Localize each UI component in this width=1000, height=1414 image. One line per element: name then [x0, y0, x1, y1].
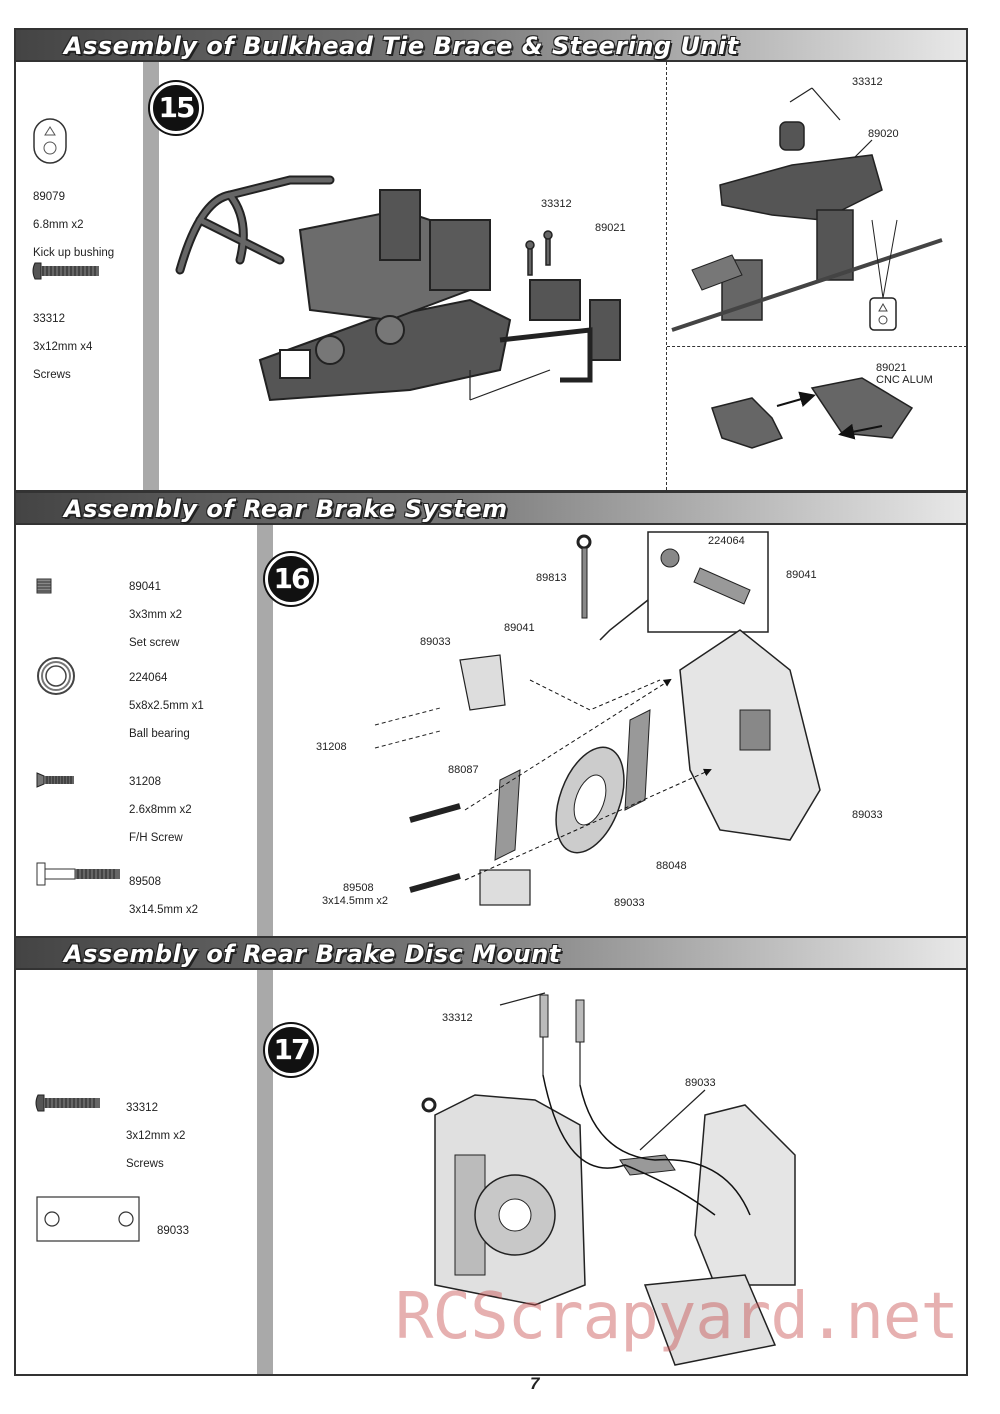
- part-89041-label: 89041 3x3mm x2 Set screw: [129, 566, 182, 664]
- section-15-divider: [143, 62, 159, 490]
- part-desc: Screws: [33, 369, 71, 381]
- callout-89508-spec: 3x14.5mm x2: [322, 895, 389, 907]
- callout-89033-caliper: 89033: [420, 636, 451, 648]
- part-code: 33312: [33, 313, 65, 325]
- part-spec: 6.8mm x2: [33, 219, 84, 231]
- section-15-banner: Assembly of Bulkhead Tie Brace & Steerin…: [14, 28, 968, 62]
- part-code: 89033: [157, 1225, 189, 1237]
- part-code: 33312: [126, 1102, 158, 1114]
- section-16-divider: [257, 525, 273, 936]
- detail-divider: [666, 62, 667, 490]
- part-desc: F/H Screw: [129, 832, 183, 844]
- steering-detail-drawing: [671, 87, 943, 332]
- part-spec: 3x12mm x4: [33, 341, 93, 353]
- section-17-banner: Assembly of Rear Brake Disc Mount: [14, 936, 968, 970]
- callout-89020: 89020: [868, 128, 899, 140]
- callout-89033-housing: 89033: [852, 809, 883, 821]
- part-89033-label-17: 89033: [157, 1210, 189, 1252]
- cnc-alum-parts-drawing: [711, 377, 914, 449]
- bolt-icon: [36, 862, 120, 886]
- part-desc: Screws: [126, 1158, 164, 1170]
- part-code: 224064: [129, 672, 168, 684]
- callout-89041-inset: 89041: [786, 569, 817, 581]
- part-spec: 3x14.5mm x2: [129, 904, 199, 916]
- part-224064-label: 224064 5x8x2.5mm x1 Ball bearing: [129, 657, 204, 755]
- section-16-banner: Assembly of Rear Brake System: [14, 491, 968, 525]
- part-desc: Set screw: [129, 637, 180, 649]
- callout-88087: 88087: [448, 764, 479, 776]
- step-15-badge: 15: [150, 82, 202, 134]
- part-89508-label: 89508 3x14.5mm x2: [129, 861, 198, 931]
- section-16-title: Assembly of Rear Brake System: [64, 495, 508, 523]
- part-code: 89508: [129, 876, 161, 888]
- ball-bearing-icon: [37, 657, 75, 695]
- callout-31208: 31208: [316, 741, 347, 753]
- callout-89021: 89021: [595, 222, 626, 234]
- callout-88048: 88048: [656, 860, 687, 872]
- part-31208-label: 31208 2.6x8mm x2 F/H Screw: [129, 761, 192, 859]
- part-desc: Ball bearing: [129, 728, 190, 740]
- part-spec: 5x8x2.5mm x1: [129, 700, 204, 712]
- part-code: 31208: [129, 776, 161, 788]
- callout-89041: 89041: [504, 622, 535, 634]
- set-screw-icon: [36, 578, 52, 594]
- section-15-title: Assembly of Bulkhead Tie Brace & Steerin…: [64, 32, 739, 60]
- fh-screw-icon: [36, 772, 74, 788]
- chassis-assembly-drawing: [175, 175, 621, 402]
- disc-mount-drawing: [421, 992, 796, 1366]
- part-spec: 3x3mm x2: [129, 609, 183, 621]
- page-number: 7: [530, 1374, 540, 1393]
- callout-89033-block: 89033: [614, 897, 645, 909]
- rear-brake-drawing: [374, 531, 821, 906]
- callout-33312: 33312: [541, 198, 572, 210]
- part-33312-label-17: 33312 3x12mm x2 Screws: [126, 1087, 185, 1185]
- step-16-badge: 16: [265, 553, 317, 605]
- section-17-divider: [257, 970, 273, 1374]
- callout-cnc-desc: CNC ALUM: [876, 374, 933, 386]
- part-33312-label: 33312 3x12mm x4 Screws: [33, 298, 92, 396]
- step-17-badge: 17: [265, 1024, 317, 1076]
- callout-224064: 224064: [708, 535, 745, 547]
- kick-up-bushing-icon: [33, 118, 67, 164]
- part-desc: Kick up bushing: [33, 247, 115, 259]
- callout-detail-33312: 33312: [852, 76, 883, 88]
- section-16-frame: [14, 491, 968, 938]
- screw-icon: [32, 262, 99, 280]
- part-code: 89041: [129, 581, 161, 593]
- part-spec: 3x12mm x2: [126, 1130, 186, 1142]
- callout-cnc-code: 89021: [876, 362, 907, 374]
- callout-89033-17: 89033: [685, 1077, 716, 1089]
- callout-33312-17: 33312: [442, 1012, 473, 1024]
- section-17-title: Assembly of Rear Brake Disc Mount: [64, 940, 561, 968]
- callout-89813: 89813: [536, 572, 567, 584]
- mount-plate-icon: [36, 1196, 140, 1242]
- part-89079-label: 89079 6.8mm x2 Kick up bushing: [33, 176, 114, 274]
- part-code: 89079: [33, 191, 65, 203]
- callout-89508: 89508: [343, 882, 374, 894]
- watermark-text: RCScrapyard.net: [395, 1280, 959, 1354]
- part-spec: 2.6x8mm x2: [129, 804, 192, 816]
- screw-icon-17: [35, 1094, 100, 1112]
- detail-divider-h: [667, 346, 967, 347]
